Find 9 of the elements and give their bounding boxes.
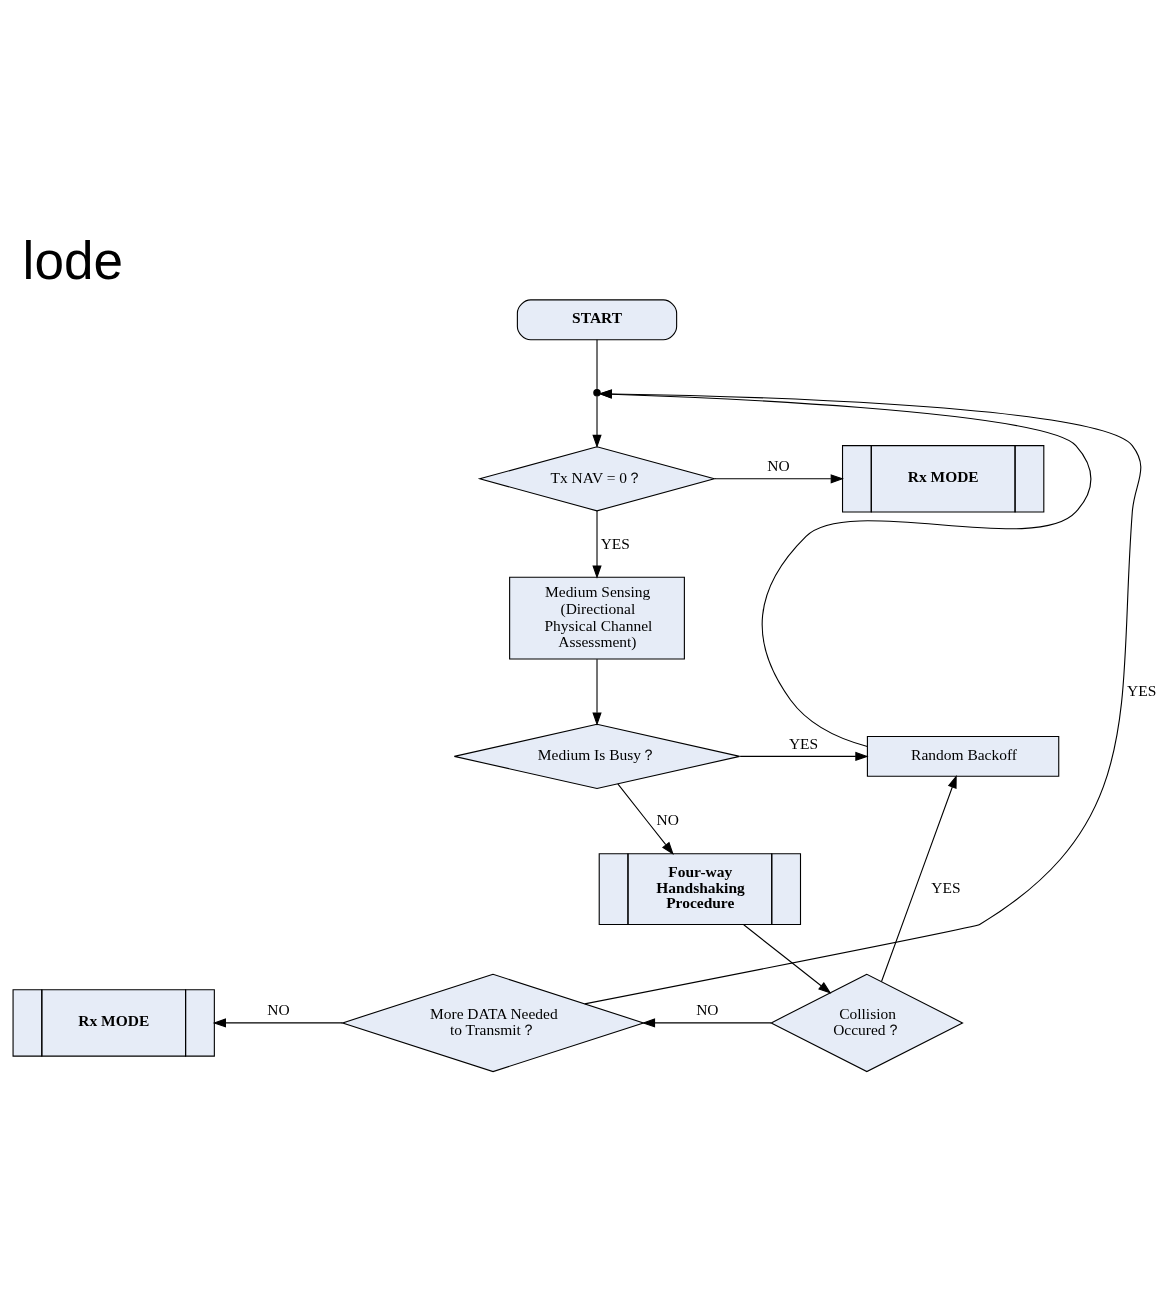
edge-label: NO — [696, 1001, 719, 1019]
edge-label: NO — [767, 457, 790, 475]
diagram-title: lode — [22, 231, 123, 291]
edge-label: NO — [267, 1001, 290, 1019]
edge-label: YES — [931, 879, 961, 897]
edge-label: NO — [656, 811, 679, 829]
edge-label: YES — [600, 534, 630, 552]
edge-label: YES — [788, 734, 819, 752]
edge-label: YES — [1127, 681, 1157, 699]
